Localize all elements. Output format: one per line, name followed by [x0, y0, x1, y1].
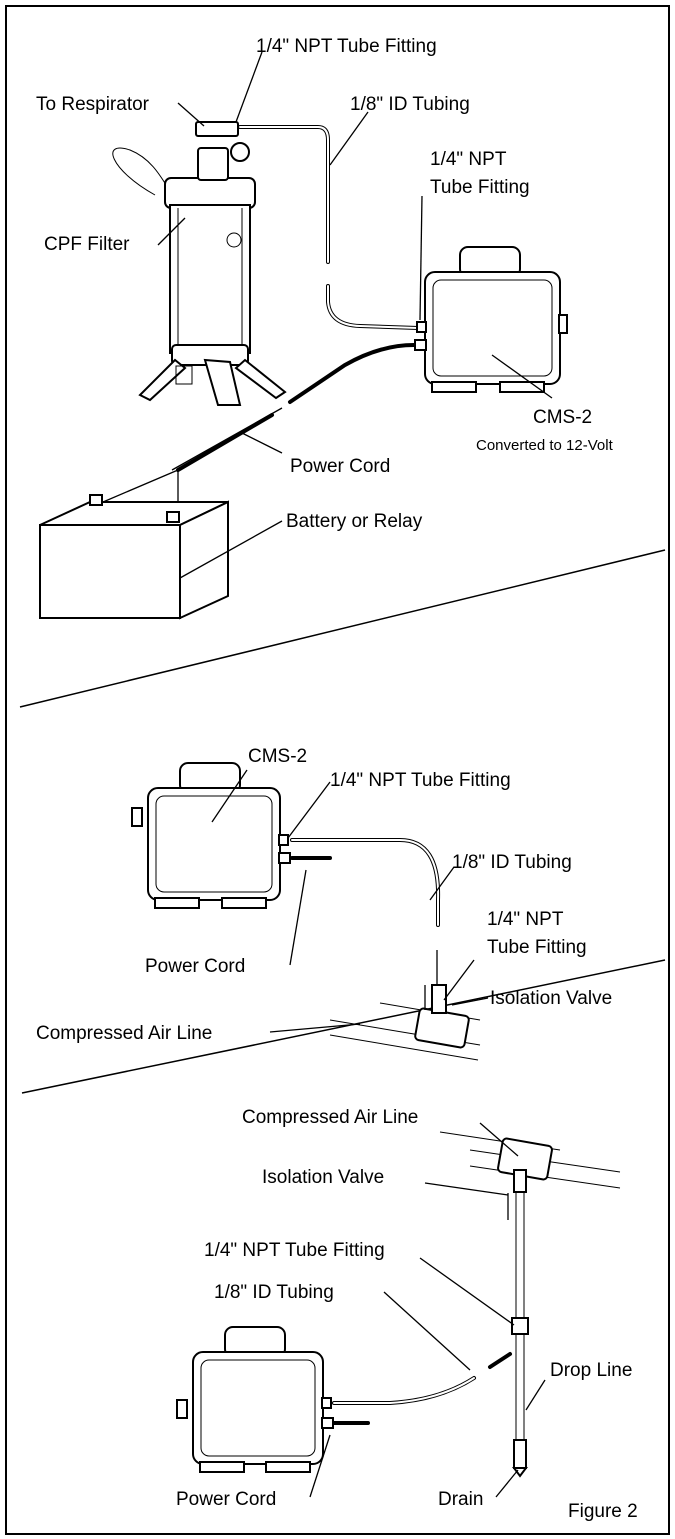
- p2-isolation-valve-label: Isolation Valve: [490, 988, 612, 1009]
- p2-air-line-label: Compressed Air Line: [36, 1023, 212, 1044]
- cms2-unit-1: [414, 246, 568, 393]
- panel-2: CMS-2 1/4" NPT Tube Fitting 1/8" ID Tubi…: [36, 746, 612, 1061]
- p1-fitting-right-line1: 1/4" NPT: [430, 149, 507, 170]
- filter-label-leader: [157, 217, 186, 246]
- p2-cms2-label: CMS-2: [248, 746, 307, 767]
- p2-fitting-line2: Tube Fitting: [487, 937, 587, 958]
- cpf-filter: [112, 121, 287, 406]
- p3-power-cord-label: Power Cord: [176, 1489, 276, 1510]
- panel-1: 1/4" NPT Tube Fitting To Respirator 1/8"…: [36, 36, 614, 620]
- panel-3: Compressed Air Line Isolation Valve 1/4"…: [176, 1107, 638, 1522]
- p2-fitting-top-label: 1/4" NPT Tube Fitting: [330, 770, 511, 791]
- p3-drain-label: Drain: [438, 1489, 483, 1510]
- figure-border: [5, 5, 670, 1535]
- p1-fitting-top-label: 1/4" NPT Tube Fitting: [256, 36, 437, 57]
- p2-fitting-line1: 1/4" NPT: [487, 909, 564, 930]
- p3-air-line-label: Compressed Air Line: [242, 1107, 418, 1128]
- cms2-unit-3: [176, 1326, 334, 1473]
- p1-to-respirator-label: To Respirator: [36, 94, 150, 115]
- p3-isolation-valve-label: Isolation Valve: [262, 1167, 384, 1188]
- p1-battery-label: Battery or Relay: [286, 511, 423, 532]
- p1-fitting-right-line2: Tube Fitting: [430, 177, 530, 198]
- compressed-air-line-3: [439, 1131, 621, 1220]
- battery-or-relay: [39, 494, 229, 620]
- panel-divider-2: [21, 959, 666, 1094]
- p3-tubing-label: 1/8" ID Tubing: [214, 1282, 334, 1303]
- p3-drop-line-label: Drop Line: [550, 1360, 632, 1381]
- p3-fitting-label: 1/4" NPT Tube Fitting: [204, 1240, 385, 1261]
- p1-tubing-label: 1/8" ID Tubing: [350, 94, 470, 115]
- p1-power-cord-label: Power Cord: [290, 456, 390, 477]
- figure-number-label: Figure 2: [568, 1501, 638, 1522]
- p2-tubing-label: 1/8" ID Tubing: [452, 852, 572, 873]
- drop-line: [511, 1192, 529, 1478]
- p1-cms2-label: CMS-2: [533, 407, 592, 428]
- compressed-air-line-2: [329, 950, 481, 1061]
- cms2-unit-2: [131, 762, 291, 909]
- p1-cpf-filter-label: CPF Filter: [44, 234, 130, 255]
- p2-power-cord-label: Power Cord: [145, 956, 245, 977]
- panel-divider-1: [19, 549, 666, 708]
- p1-converted-label: Converted to 12-Volt: [476, 437, 614, 454]
